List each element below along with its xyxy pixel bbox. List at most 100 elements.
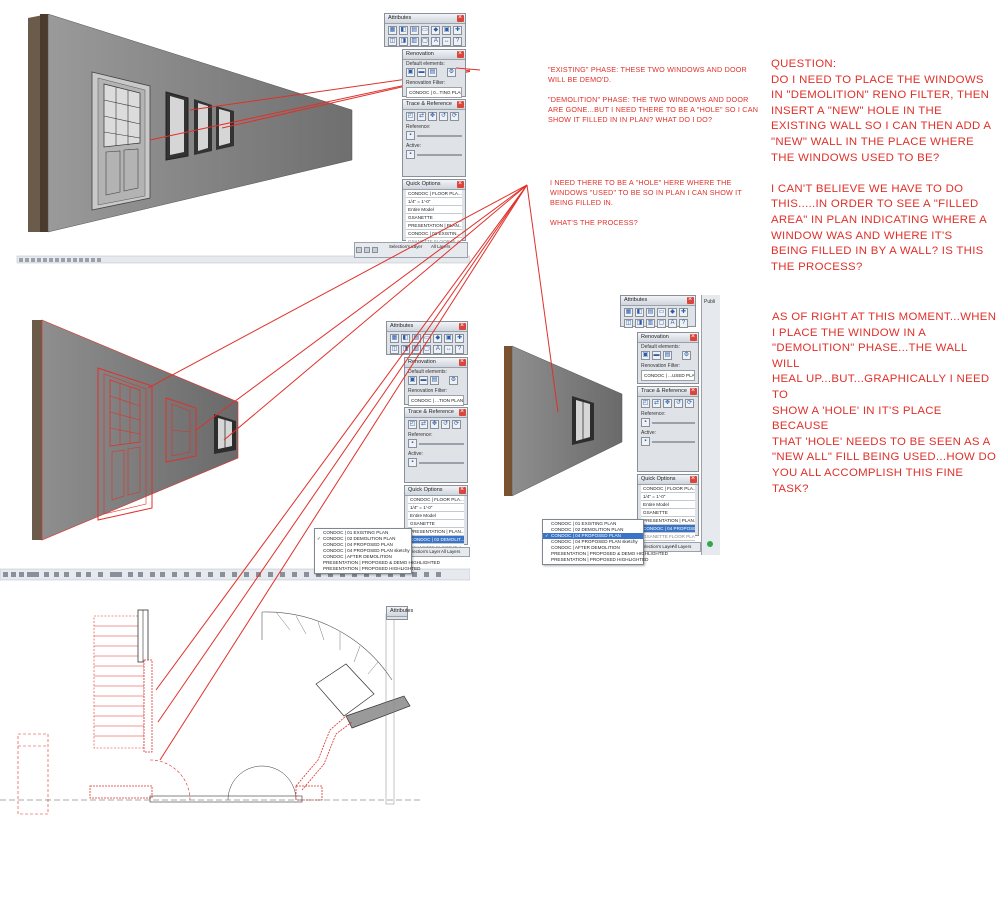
column-tool-icon[interactable]: ▥ [646, 319, 655, 328]
swap-icon[interactable]: ⇄ [417, 112, 426, 121]
settings-icon[interactable]: ⚙ [449, 376, 458, 385]
slab-tool-icon[interactable]: ▭ [420, 26, 430, 35]
wall-tool-icon[interactable]: ▦ [624, 308, 633, 317]
zone-tool-icon[interactable]: ◨ [635, 319, 644, 328]
window-tool-icon[interactable]: ▤ [646, 308, 655, 317]
trace-icon[interactable]: ◰ [408, 420, 417, 429]
fill-tool-icon[interactable]: ◆ [668, 308, 677, 317]
attributes-palette-2[interactable]: Attributes ▦◧▤▭◆▣✚ ◫◨▥▢A↔? [386, 321, 468, 355]
help-icon[interactable]: ? [455, 345, 465, 354]
text-tool-icon[interactable]: A [433, 345, 443, 354]
plan-view[interactable] [0, 600, 420, 840]
help-icon[interactable]: ? [453, 37, 463, 46]
close-icon[interactable] [457, 99, 464, 108]
reference-slider[interactable] [652, 422, 695, 424]
active-icon[interactable]: ▪ [641, 437, 650, 446]
quick-option-row[interactable]: GSANETTE [641, 509, 695, 517]
dropdown-option[interactable]: CONDOC | 01 EXISTING PLAN [551, 521, 617, 526]
reference-icon[interactable]: ▪ [406, 131, 415, 140]
dropdown-option[interactable]: CONDOC | 04 PROPOSED PLAN sketchy [323, 548, 410, 553]
dropdown-option[interactable]: ✓CONDOC | 02 DEMOLITION PLAN [317, 536, 396, 541]
reference-icon[interactable]: ▪ [408, 439, 417, 448]
dropdown-option[interactable]: PRESENTATION | PROPOSED HIGHLIGHTED [551, 557, 649, 562]
dropdown-option[interactable]: CONDOC | AFTER DEMOLITION [323, 554, 392, 559]
trace-icon[interactable]: ◰ [406, 112, 415, 121]
renovation-filter-select[interactable]: CONDOC | ...USED PLAN [641, 370, 695, 381]
quick-option-row[interactable]: 1/4" = 1'-0" [408, 504, 464, 512]
dropdown-option[interactable]: PRESENTATION | PROPOSED & DEMO HIGHLIGHT… [551, 551, 668, 556]
wall-tool-icon[interactable]: ▦ [390, 334, 399, 343]
close-icon[interactable] [690, 332, 697, 341]
fill-tool-icon[interactable]: ◆ [431, 26, 441, 35]
close-icon[interactable] [459, 407, 466, 416]
settings-icon[interactable]: ⚙ [447, 68, 456, 77]
window-tool-icon[interactable]: ▤ [409, 26, 419, 35]
dropdown-option[interactable]: CONDOC | 01 EXISTING PLAN [323, 530, 389, 535]
quick-options-palette-3[interactable]: Quick Options CONDOC | FLOOR PLA... 1/4"… [637, 474, 699, 541]
move-icon[interactable]: ✥ [430, 420, 439, 429]
beam-tool-icon[interactable]: ▢ [422, 345, 432, 354]
quick-option-row[interactable]: Entire Model [641, 501, 695, 509]
dimension-tool-icon[interactable]: ↔ [444, 345, 454, 354]
dropdown-option[interactable]: CONDOC | 02 DEMOLITION PLAN [551, 527, 624, 532]
reset-icon[interactable]: ↺ [441, 420, 450, 429]
demolish-icon[interactable]: ▬ [652, 351, 661, 360]
fill-tool-icon[interactable]: ◆ [433, 334, 443, 343]
move-icon[interactable]: ✥ [428, 112, 437, 121]
dropdown-option[interactable]: PRESENTATION | PROPOSED HIGHLIGHTED [323, 566, 421, 571]
reference-icon[interactable]: ▪ [641, 418, 650, 427]
close-icon[interactable] [690, 474, 697, 483]
column-tool-icon[interactable]: ▥ [409, 37, 419, 46]
close-icon[interactable] [457, 13, 464, 22]
layer-tool-icon[interactable]: ▣ [442, 26, 452, 35]
attributes-palette-3[interactable]: Attributes ▦◧▤▭◆✚ ◫◨▥▢A? [620, 295, 696, 328]
quick-option-row[interactable]: CONDOC | 04 PROPOSE... [641, 525, 695, 533]
dropdown-option[interactable]: PRESENTATION | PROPOSED & DEMO HIGHLIGHT… [323, 560, 440, 565]
label-tool-icon[interactable]: ◫ [390, 345, 399, 354]
text-tool-icon[interactable]: A [668, 319, 677, 328]
door-tool-icon[interactable]: ◧ [635, 308, 644, 317]
viewport-3d-proposed[interactable] [500, 330, 640, 500]
active-icon[interactable]: ▪ [406, 150, 415, 159]
window-tool-icon[interactable]: ▤ [411, 334, 421, 343]
object-tool-icon[interactable]: ✚ [679, 308, 688, 317]
layer-icon[interactable] [364, 247, 370, 253]
reset-icon[interactable]: ↺ [439, 112, 448, 121]
new-icon[interactable]: ▤ [663, 351, 672, 360]
quick-options-palette-1[interactable]: Quick Options CONDOC | FLOOR PLA... 1/4"… [402, 179, 466, 246]
layer-tool-icon[interactable]: ▣ [444, 334, 454, 343]
close-icon[interactable] [459, 321, 466, 330]
quick-option-row[interactable]: CONDOC | 02 DEMOLIT... [408, 536, 464, 544]
layer-toolbar-1[interactable]: Selection's Layer All Layers [354, 242, 468, 258]
viewport-3d-demolition[interactable] [0, 290, 470, 582]
text-tool-icon[interactable]: A [431, 37, 441, 46]
close-icon[interactable] [457, 179, 464, 188]
zone-tool-icon[interactable]: ◨ [398, 37, 408, 46]
quick-option-row[interactable]: Entire Model [406, 206, 462, 214]
renovation-palette-2[interactable]: Renovation Default elements: ▣▬▤⚙ Renova… [404, 357, 468, 406]
close-icon[interactable] [687, 295, 694, 304]
rotate-icon[interactable]: ⟳ [685, 399, 694, 408]
quick-option-row[interactable]: PRESENTATION | PLAN... [406, 222, 462, 230]
rotate-icon[interactable]: ⟳ [452, 420, 461, 429]
active-slider[interactable] [417, 154, 462, 156]
demolish-icon[interactable]: ▬ [417, 68, 426, 77]
door-tool-icon[interactable]: ◧ [398, 26, 408, 35]
zone-tool-icon[interactable]: ◨ [400, 345, 410, 354]
beam-tool-icon[interactable]: ▢ [657, 319, 666, 328]
trace-palette-3[interactable]: Trace & Reference ◰⇄✥↺⟳ Reference: ▪ Act… [637, 386, 699, 472]
quick-option-row[interactable]: GSANETTE FLOOR PLA... [641, 533, 695, 541]
new-icon[interactable]: ▤ [428, 68, 437, 77]
close-icon[interactable] [459, 357, 466, 366]
renovation-filter-select[interactable]: CONDOC | ...TION PLAN [408, 395, 464, 406]
quick-option-row[interactable]: PRESENTATION | PLAN... [408, 528, 464, 536]
existing-icon[interactable]: ▣ [641, 351, 650, 360]
renovation-filter-dropdown-1[interactable]: CONDOC | 01 EXISTING PLAN ✓CONDOC | 02 D… [314, 528, 440, 574]
navigator-strip[interactable]: Publi [701, 295, 720, 555]
close-icon[interactable] [459, 485, 466, 494]
trace-palette-2[interactable]: Trace & Reference ◰⇄✥↺⟳ Reference: ▪ Act… [404, 407, 468, 483]
close-icon[interactable] [457, 49, 464, 58]
active-slider[interactable] [419, 462, 464, 464]
close-icon[interactable] [690, 386, 697, 395]
quick-option-row[interactable]: Entire Model [408, 512, 464, 520]
